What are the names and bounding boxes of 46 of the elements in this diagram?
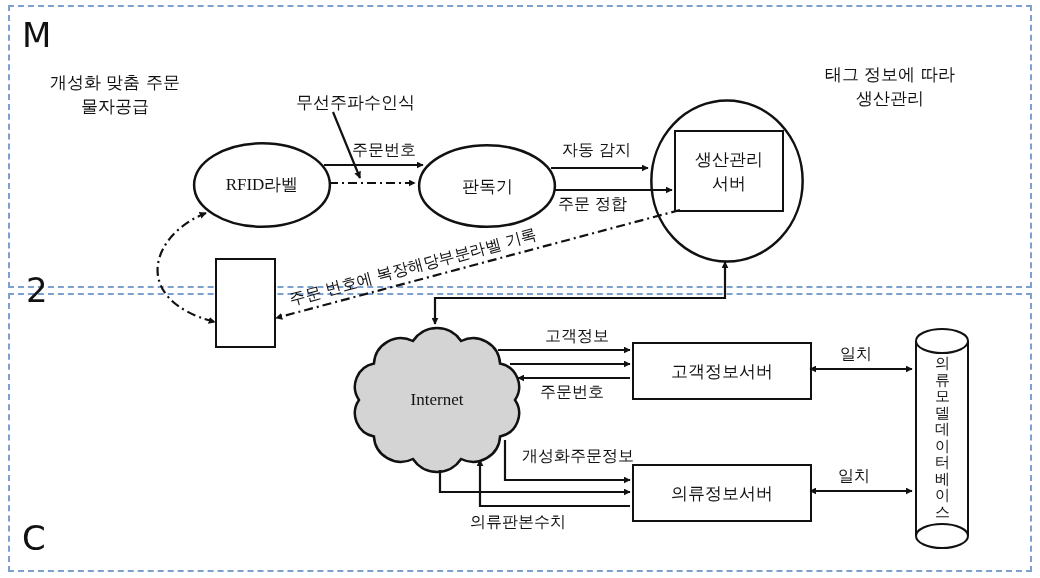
node-label: 판독기 <box>460 175 514 198</box>
server-box <box>632 464 812 522</box>
ellipse-node <box>192 142 332 228</box>
arrow <box>809 365 913 373</box>
ellipse-node <box>417 144 557 228</box>
edge-label: 주문번호 <box>352 140 416 160</box>
arrow <box>503 440 631 484</box>
arrow <box>324 161 424 169</box>
circle-node <box>649 98 805 264</box>
arrow <box>476 459 630 508</box>
arrow <box>551 164 649 172</box>
arrow <box>438 470 631 496</box>
server-box <box>674 130 784 212</box>
region-letter: M <box>22 15 52 55</box>
tag-card <box>215 258 276 348</box>
edge-label: 고객정보 <box>545 326 609 346</box>
arrow <box>809 487 913 495</box>
node-label: RFID라벨 <box>224 174 300 196</box>
edge-label: 자동 감지 <box>562 140 632 160</box>
arrow <box>510 360 631 368</box>
arrow <box>329 179 416 187</box>
server-box <box>632 342 812 400</box>
node-label: 고객정보서버 <box>670 360 774 383</box>
edge-label: 일치 <box>840 344 872 364</box>
edge-label: 일치 <box>838 466 870 486</box>
note-text: 개성화 맞춤 주문 물자공급 <box>49 71 181 118</box>
arrow <box>156 212 216 324</box>
arrow <box>555 186 673 194</box>
region-number: 2 <box>26 270 49 310</box>
arrow <box>517 374 630 382</box>
node-caption: 태그 정보에 따라 생산관리 <box>824 63 956 110</box>
database-cylinder <box>914 327 970 550</box>
arrow <box>431 261 729 325</box>
leader-line <box>332 111 361 179</box>
edge-label: 주문 정합 <box>558 194 628 214</box>
edge-label: 주문번호 <box>540 382 604 402</box>
arrow <box>275 208 681 320</box>
node-label: 의류정보서버 <box>670 482 774 505</box>
edge-label: 개성화주문정보 <box>522 446 634 466</box>
region-letter: C <box>22 518 46 558</box>
node-label: Internet <box>409 388 465 411</box>
node-label: 생산관리 서버 <box>694 148 764 195</box>
node-label: 의류모델데이터베이스 <box>934 355 950 520</box>
edge-label: 의류판본수치 <box>470 512 566 532</box>
annotation-text: 무선주파수인식 <box>270 90 440 114</box>
arrow <box>498 346 631 354</box>
